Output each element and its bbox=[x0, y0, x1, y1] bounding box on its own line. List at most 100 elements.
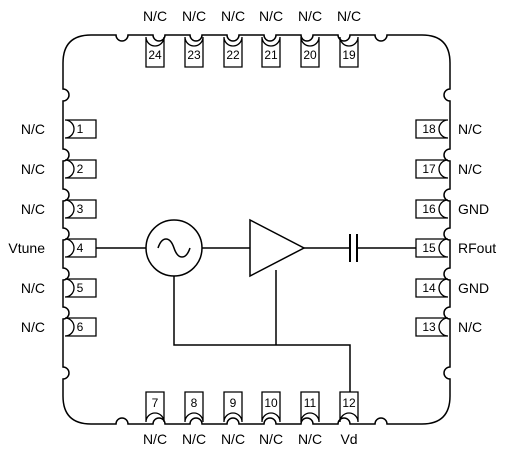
pin-label: N/C bbox=[21, 201, 45, 217]
pin-number: 1 bbox=[77, 122, 84, 136]
pin-number: 9 bbox=[230, 396, 237, 410]
pin-pad bbox=[415, 317, 449, 337]
pin-number: 12 bbox=[342, 396, 356, 410]
pin-pad bbox=[415, 119, 449, 139]
pin-number: 20 bbox=[303, 48, 317, 62]
pin-24: 24 N/C bbox=[143, 8, 167, 68]
pin-pad bbox=[64, 278, 97, 298]
pin-14: 14 GND bbox=[415, 278, 489, 298]
pin-pad bbox=[223, 36, 243, 68]
pin-18: 18 N/C bbox=[415, 119, 482, 139]
pin-number: 22 bbox=[226, 48, 240, 62]
pin-label: N/C bbox=[21, 280, 45, 296]
pin-number: 21 bbox=[264, 48, 278, 62]
pin-pad bbox=[261, 391, 281, 423]
pin-19: 19 N/C bbox=[337, 8, 361, 68]
pin-5: 5 N/C bbox=[21, 278, 97, 298]
pin-number: 13 bbox=[422, 320, 436, 334]
pins-layer: 1N/C2N/C3N/C4Vtune5N/C6N/C7N/C8N/C9N/C10… bbox=[8, 8, 496, 447]
pin-label: N/C bbox=[143, 431, 167, 447]
pin-20: 20 N/C bbox=[298, 8, 322, 68]
pin-label: GND bbox=[458, 280, 489, 296]
pin-number: 19 bbox=[342, 48, 356, 62]
pin-label: N/C bbox=[182, 431, 206, 447]
pin-pad bbox=[415, 278, 449, 298]
pin-number: 6 bbox=[77, 320, 84, 334]
pin-number: 7 bbox=[152, 396, 159, 410]
pin-number: 14 bbox=[422, 281, 436, 295]
pin-17: 17 N/C bbox=[415, 159, 482, 179]
pin-pad bbox=[415, 199, 449, 219]
pin-label: N/C bbox=[458, 121, 482, 137]
pin-pad bbox=[145, 36, 165, 68]
pin-8: 8N/C bbox=[182, 391, 206, 447]
amplifier-symbol bbox=[249, 218, 306, 278]
pin-1: 1N/C bbox=[21, 119, 97, 139]
pin-22: 22 N/C bbox=[221, 8, 245, 68]
pin-number: 18 bbox=[422, 122, 436, 136]
pin-label: N/C bbox=[143, 8, 167, 24]
pin-label: N/C bbox=[21, 319, 45, 335]
pin-pad bbox=[64, 238, 97, 258]
pin-label: N/C bbox=[221, 8, 245, 24]
pin-number: 15 bbox=[422, 241, 436, 255]
pin-pad bbox=[415, 159, 449, 179]
pin-number: 24 bbox=[148, 48, 162, 62]
pin-11: 11N/C bbox=[298, 391, 322, 447]
pin-label: RFout bbox=[458, 240, 496, 256]
pin-label: N/C bbox=[298, 431, 322, 447]
pin-label: N/C bbox=[21, 161, 45, 177]
pin-6: 6 N/C bbox=[21, 317, 97, 337]
pin-label: N/C bbox=[182, 8, 206, 24]
pin-number: 10 bbox=[264, 396, 278, 410]
pin-pad bbox=[415, 238, 449, 258]
pin-label: GND bbox=[458, 201, 489, 217]
pin-pad bbox=[223, 391, 243, 423]
pin-21: 21 N/C bbox=[259, 8, 283, 68]
pin-label: N/C bbox=[221, 431, 245, 447]
pin-label: Vtune bbox=[8, 240, 45, 256]
pin-pad bbox=[64, 199, 97, 219]
pin-pad bbox=[339, 391, 359, 423]
pin-pad bbox=[184, 391, 204, 423]
pin-16: 16 GND bbox=[415, 199, 489, 219]
pin-label: N/C bbox=[458, 161, 482, 177]
pin-number: 23 bbox=[187, 48, 201, 62]
pin-pad bbox=[300, 36, 320, 68]
capacitor-symbol bbox=[349, 234, 358, 262]
pin-label: N/C bbox=[337, 8, 361, 24]
pin-3: 3 N/C bbox=[21, 199, 97, 219]
pin-pad bbox=[261, 36, 281, 68]
pin-9: 9N/C bbox=[221, 391, 245, 447]
pin-pad bbox=[64, 119, 97, 139]
pin-number: 2 bbox=[77, 162, 84, 176]
pin-label: N/C bbox=[259, 431, 283, 447]
pin-pad bbox=[339, 36, 359, 68]
pin-number: 4 bbox=[77, 241, 84, 255]
pin-pad bbox=[300, 391, 320, 423]
internal-wiring bbox=[96, 247, 416, 392]
pin-label: Vd bbox=[340, 431, 357, 447]
pin-number: 5 bbox=[77, 281, 84, 295]
pin-pad bbox=[64, 159, 97, 179]
pin-number: 11 bbox=[304, 396, 317, 410]
pin-label: N/C bbox=[259, 8, 283, 24]
pin-pad bbox=[145, 391, 165, 423]
pin-4: 4 Vtune bbox=[8, 238, 97, 258]
pin-number: 8 bbox=[191, 396, 198, 410]
pin-number: 3 bbox=[77, 202, 84, 216]
pin-15: 15 RFout bbox=[415, 238, 496, 258]
pin-2: 2 N/C bbox=[21, 159, 97, 179]
oscillator-symbol bbox=[145, 219, 203, 277]
pin-10: 10N/C bbox=[259, 391, 283, 447]
pin-number: 17 bbox=[422, 162, 436, 176]
pin-label: N/C bbox=[298, 8, 322, 24]
pin-label: N/C bbox=[458, 319, 482, 335]
pin-pad bbox=[64, 317, 97, 337]
pin-number: 16 bbox=[422, 202, 436, 216]
pin-pad bbox=[184, 36, 204, 68]
vd-bias-wire bbox=[173, 276, 351, 392]
pin-7: 7N/C bbox=[143, 391, 167, 447]
